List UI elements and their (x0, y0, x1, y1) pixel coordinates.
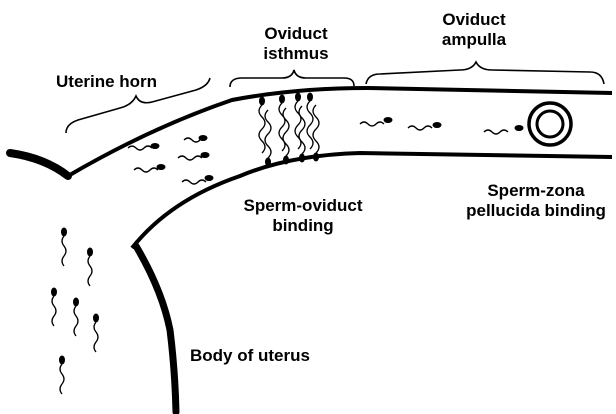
label-sperm-zona-line2: pellucida binding (456, 201, 616, 221)
label-sperm-zona-line1: Sperm-zona (456, 181, 616, 201)
bracket-oviduct-isthmus (230, 70, 354, 87)
label-uterine-horn: Uterine horn (56, 72, 157, 92)
label-oviduct-ampulla-line2: ampulla (424, 30, 524, 50)
label-oviduct-isthmus: Oviduct isthmus (248, 24, 344, 64)
uterine-horn-sperm (128, 136, 213, 185)
label-oviduct-isthmus-line2: isthmus (248, 44, 344, 64)
label-sperm-oviduct-binding: Sperm-oviduct binding (230, 196, 376, 236)
oocyte-inner (537, 111, 563, 137)
uterine-horn-wall-left (10, 153, 68, 176)
label-sperm-oviduct-line1: Sperm-oviduct (230, 196, 376, 216)
label-sperm-zona-binding: Sperm-zona pellucida binding (456, 181, 616, 221)
label-oviduct-isthmus-line1: Oviduct (248, 24, 344, 44)
label-body-of-uterus: Body of uterus (190, 346, 310, 366)
bracket-oviduct-ampulla (366, 62, 604, 84)
label-oviduct-ampulla: Oviduct ampulla (424, 10, 524, 50)
uterus-body-wall (136, 246, 176, 412)
label-sperm-oviduct-line2: binding (230, 216, 376, 236)
label-oviduct-ampulla-line1: Oviduct (424, 10, 524, 30)
uterus-body-sperm (52, 228, 99, 394)
ampulla-sperm (360, 118, 523, 135)
